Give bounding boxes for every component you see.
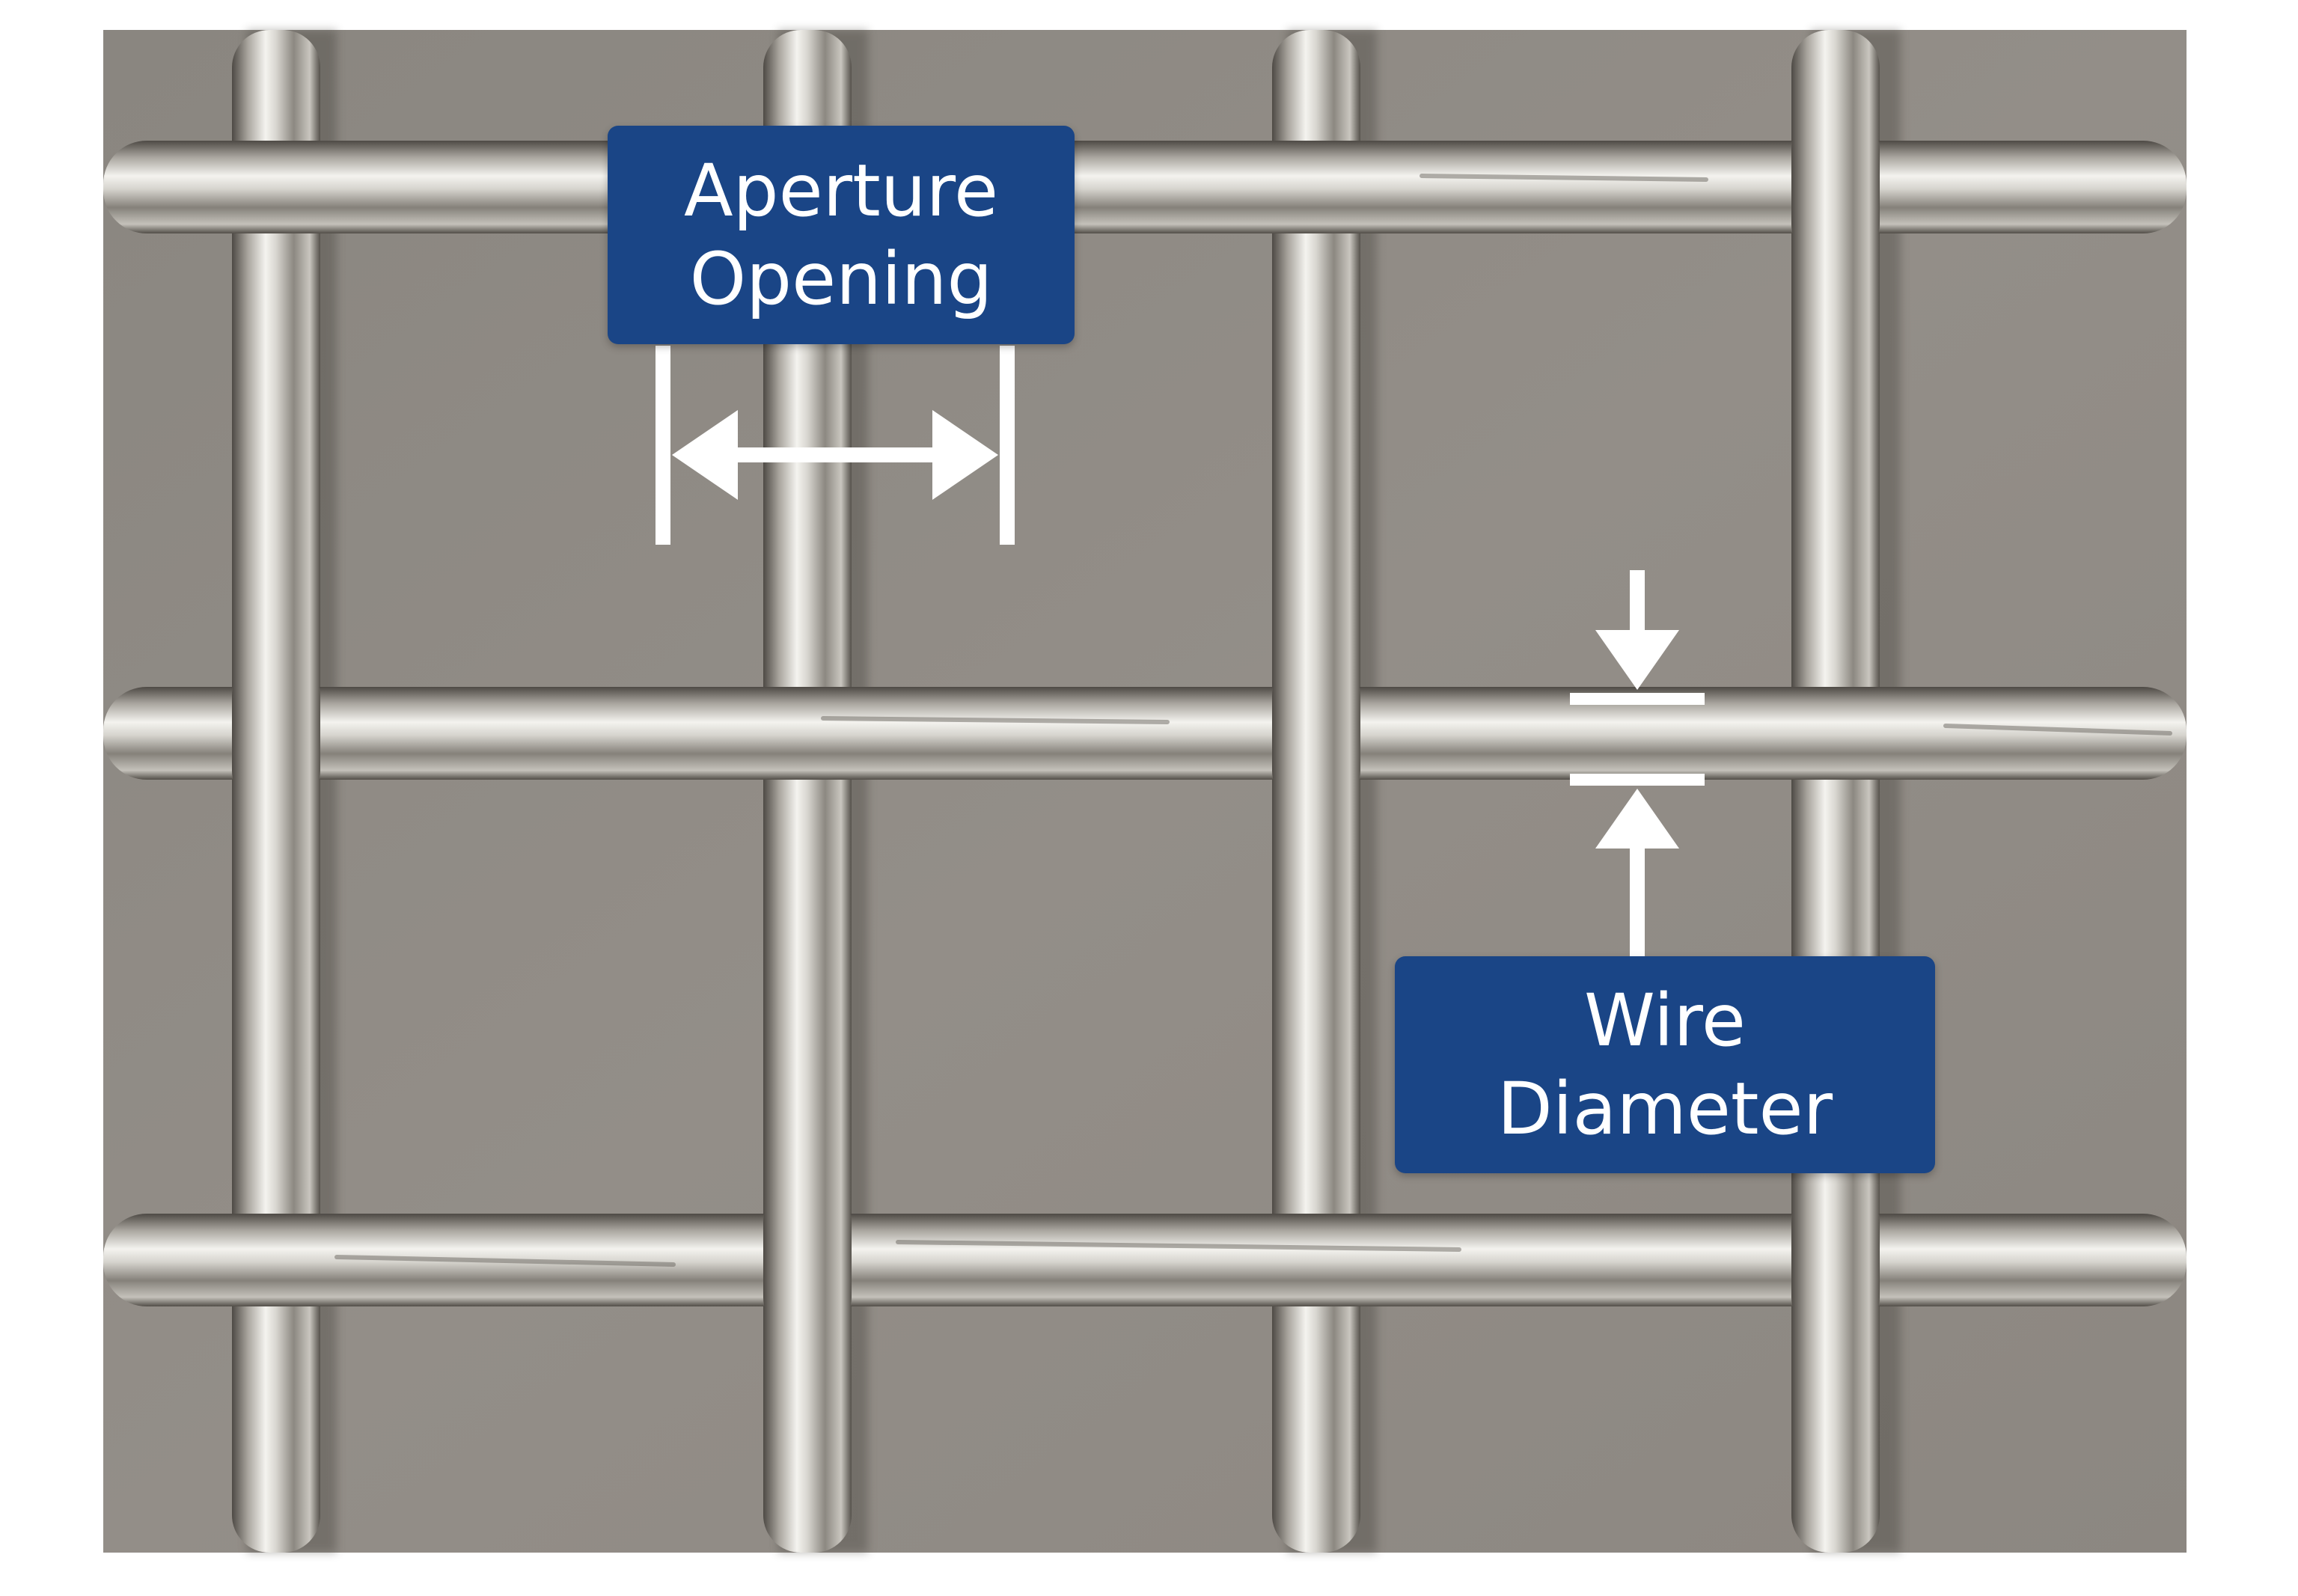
wire-label-line1: Wire (1584, 979, 1746, 1063)
aperture-left-bracket (656, 346, 670, 545)
horizontal-wire-2 (103, 687, 2187, 780)
aperture-right-bracket (1000, 346, 1015, 545)
aperture-label-line2: Opening (689, 237, 993, 321)
wire-label-line2: Diameter (1497, 1067, 1833, 1151)
aperture-label-line1: Aperture (683, 149, 999, 233)
wire-diameter-annotation (1570, 570, 1705, 958)
aperture-opening-label: Aperture Opening (608, 126, 1075, 344)
vertical-wire-2 (763, 30, 852, 1553)
aperture-arrow-left-head (672, 410, 738, 500)
aperture-annotation (656, 346, 1015, 545)
wire-diameter-label: Wire Diameter (1395, 956, 1935, 1173)
horizontal-wire-3 (103, 1214, 2187, 1306)
wire-top-arrow-head (1595, 630, 1679, 690)
wire-top-arrow-shaft (1630, 570, 1645, 645)
wire-top-tick (1570, 693, 1705, 705)
wire-bottom-arrow-head (1595, 789, 1679, 849)
aperture-arrow-right-head (932, 410, 998, 500)
wire-bottom-arrow-shaft (1630, 841, 1645, 958)
wire-bottom-tick (1570, 774, 1705, 786)
aperture-arrow-shaft (718, 447, 950, 462)
wire-texture (334, 174, 2172, 1267)
